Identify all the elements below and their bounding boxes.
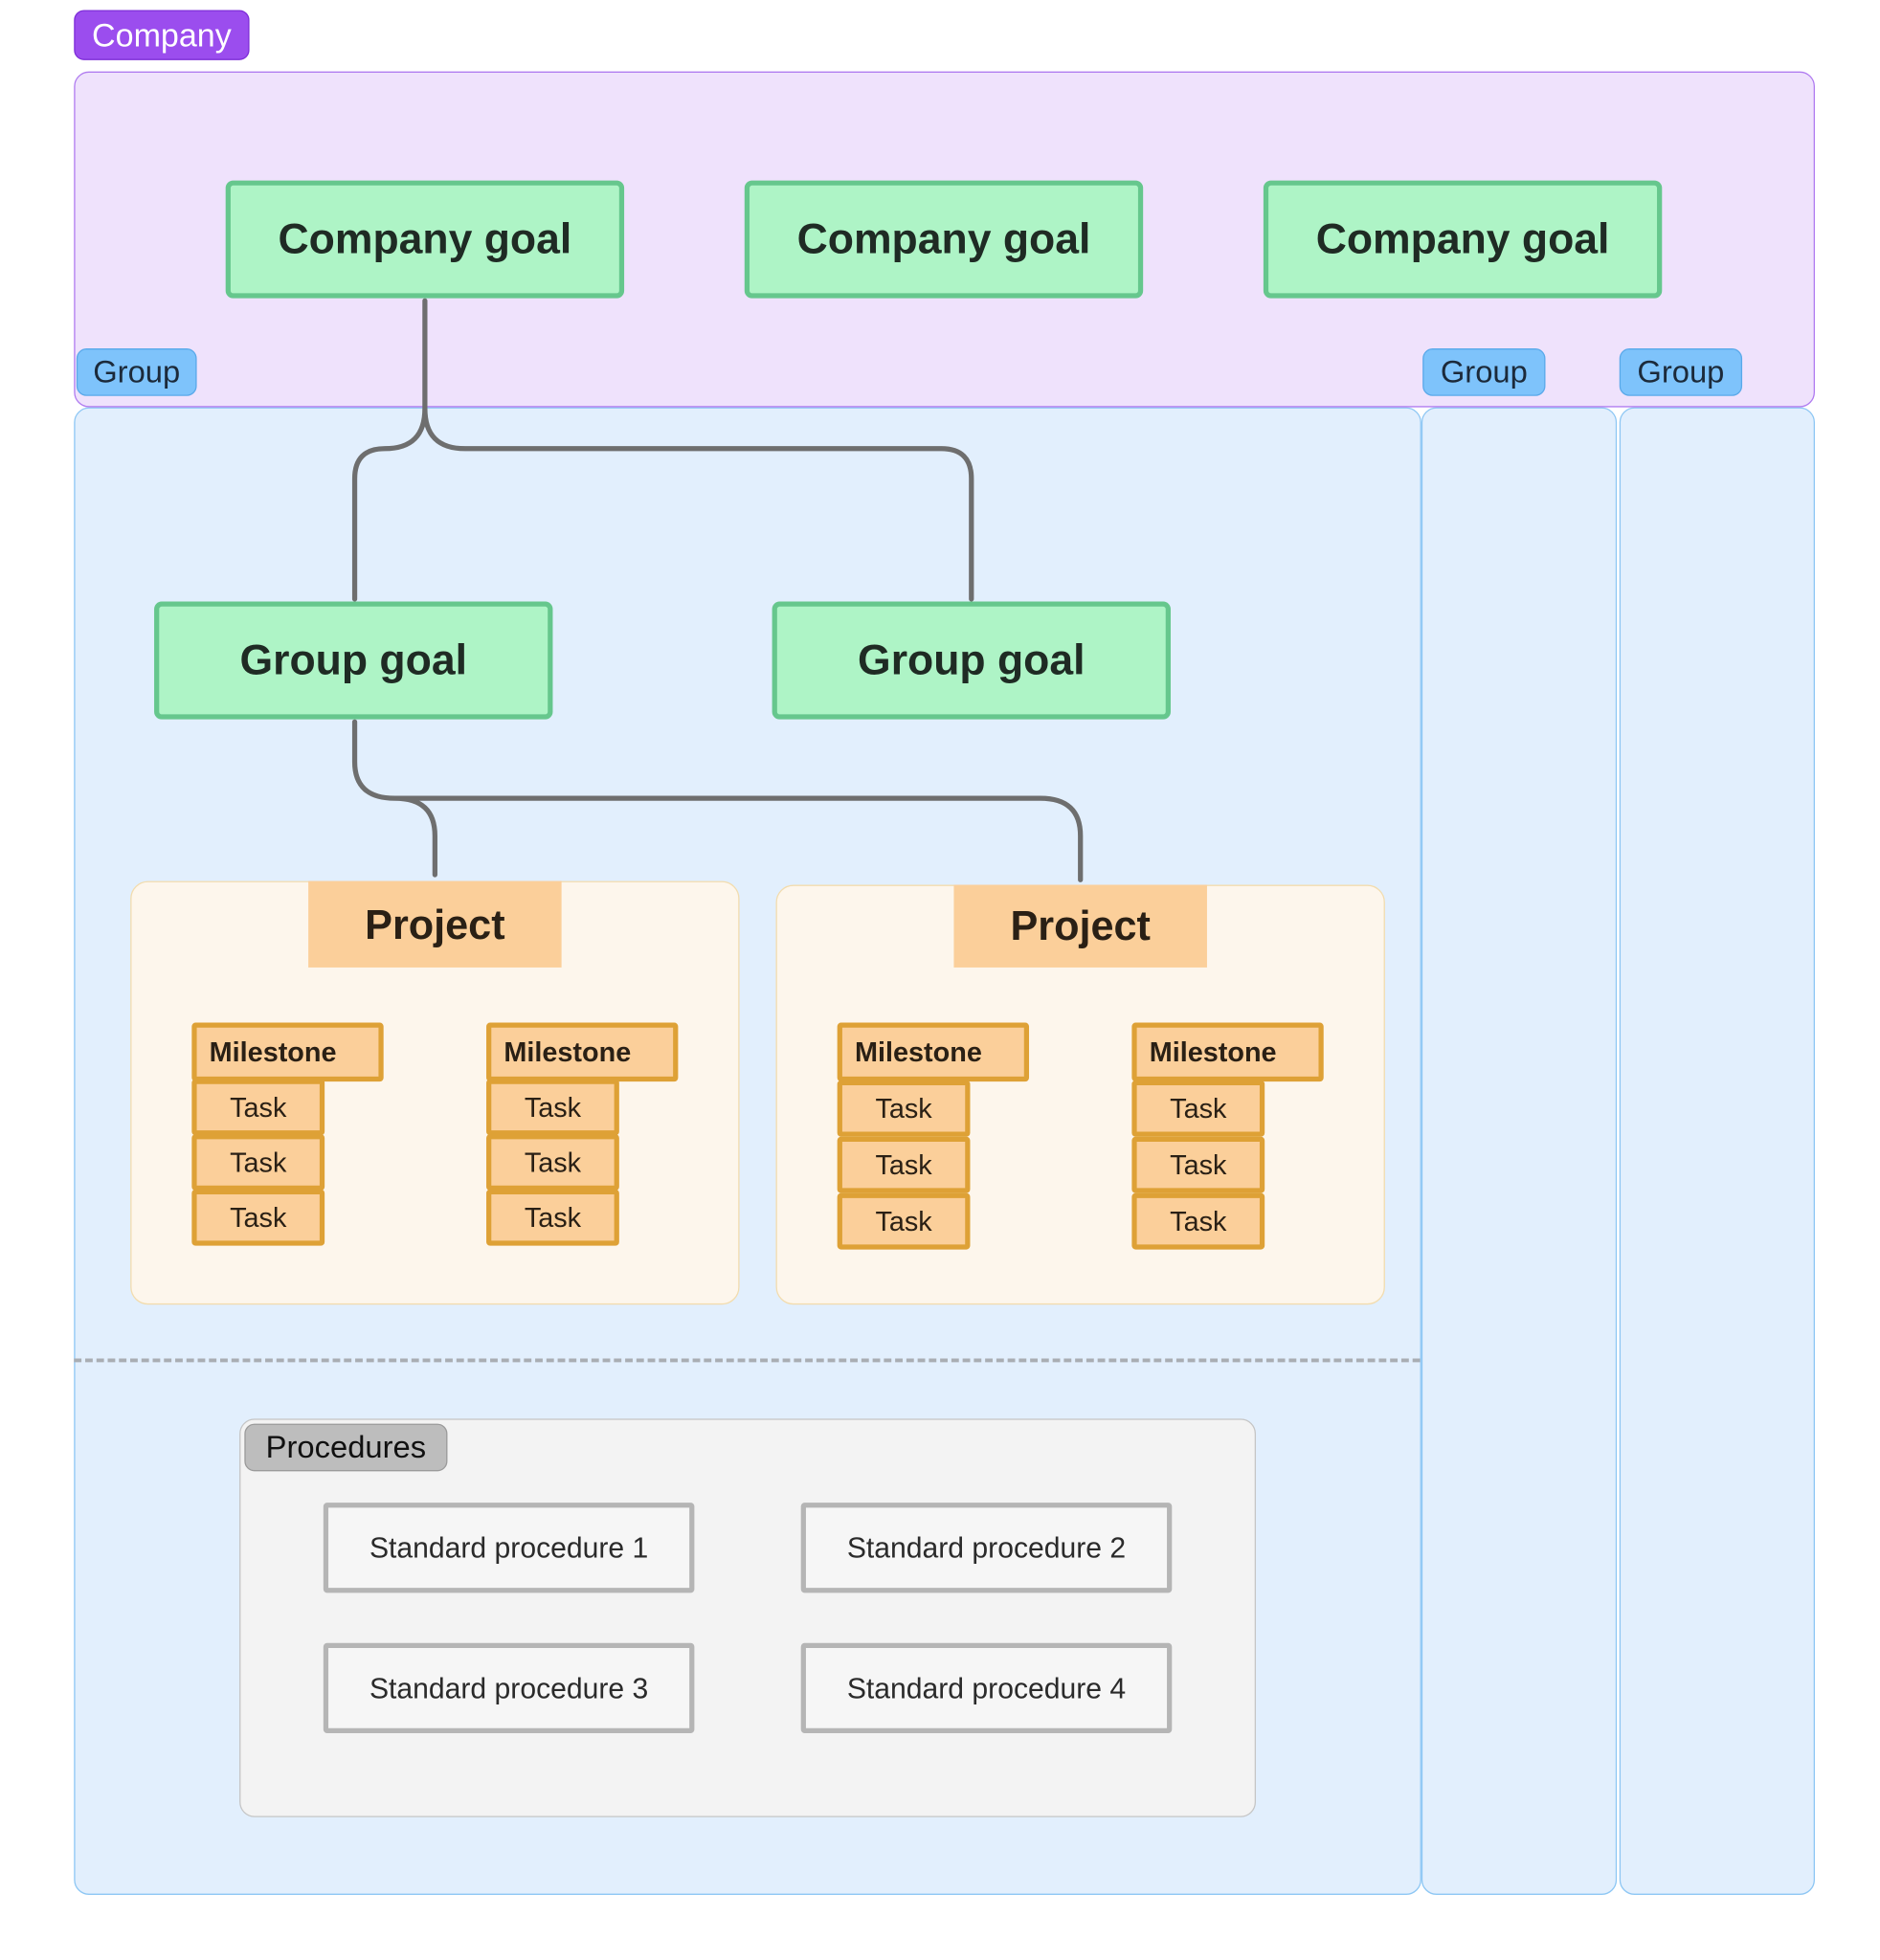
procedures-container [239,1418,1257,1817]
company-goal-3: Company goal [1263,180,1663,299]
company-goal-1: Company goal [225,180,625,299]
task-2-1-3: Task [837,1192,971,1250]
milestone-2-1: Milestone [837,1022,1030,1082]
connector-company-goal-to-group-goals [351,298,974,602]
milestone-2-2: Milestone [1131,1022,1324,1082]
procedures-label: Procedures [244,1423,448,1472]
task-2-2-1: Task [1131,1080,1265,1137]
task-2-2-2: Task [1131,1136,1265,1193]
standard-procedure-4: Standard procedure 4 [800,1642,1173,1734]
group-column-second [1421,407,1618,1895]
task-2-2-3: Task [1131,1192,1265,1250]
project-label-1: Project [308,880,562,968]
company-label: Company [74,10,250,60]
task-1-2-2: Task [486,1134,619,1192]
group-column-third [1619,407,1816,1895]
standard-procedure-2: Standard procedure 2 [800,1503,1173,1593]
project-label-2: Project [953,884,1207,968]
milestone-1-1: Milestone [191,1022,384,1082]
task-1-1-3: Task [191,1189,325,1246]
task-1-2-3: Task [486,1189,619,1246]
group-label-main: Group [76,348,197,396]
company-goal-2: Company goal [744,180,1144,299]
group-goal-2: Group goal [772,601,1171,720]
task-2-1-1: Task [837,1080,971,1137]
group-goal-1: Group goal [154,601,553,720]
dashed-divider [74,1358,1421,1363]
standard-procedure-3: Standard procedure 3 [323,1642,695,1734]
milestone-1-2: Milestone [486,1022,679,1082]
standard-procedure-1: Standard procedure 1 [323,1503,695,1593]
group-label-second: Group [1422,348,1546,396]
task-2-1-2: Task [837,1136,971,1193]
task-1-2-1: Task [486,1079,619,1136]
task-1-1-1: Task [191,1079,325,1136]
connector-group-goal-to-projects [351,719,1084,882]
group-label-third: Group [1619,348,1743,396]
task-1-1-2: Task [191,1134,325,1192]
